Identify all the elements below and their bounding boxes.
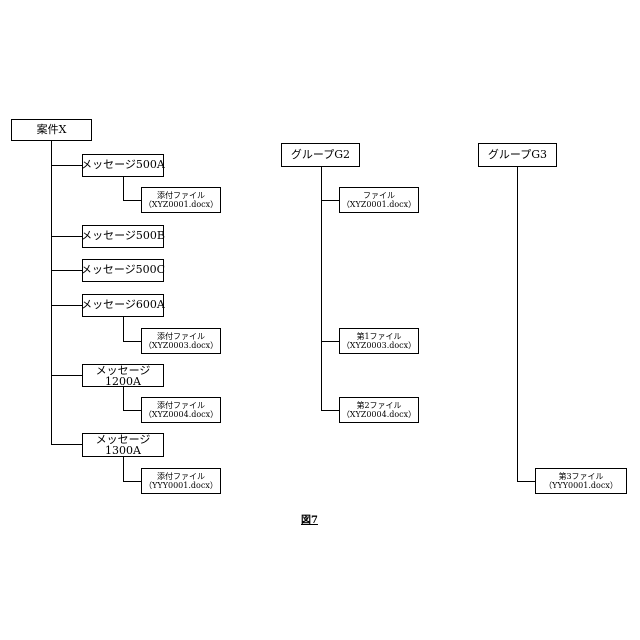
attachment-1300a-node: 添付ファイル （YYY0001.docx） (141, 468, 221, 494)
group-g3-root-node: グループG3 (478, 143, 557, 167)
message-500a-node: メッセージ500A (82, 154, 164, 177)
case-branch-1300a (51, 444, 82, 445)
case-branch-1200a (51, 375, 82, 376)
case-root-node: 案件X (11, 119, 92, 141)
attachment-1200a-name: 添付ファイル (157, 401, 205, 410)
group-g3-root-label: グループG3 (488, 149, 547, 162)
case-branch-500c (51, 270, 82, 271)
attachment-600a-file: （XYZ0003.docx） (144, 341, 218, 350)
att-connector-500a-h (123, 200, 141, 201)
g2-first-file-node: 第1ファイル （XYZ0003.docx） (339, 328, 419, 354)
attachment-1300a-name: 添付ファイル (157, 472, 205, 481)
g3-trunk-line (517, 166, 518, 482)
case-trunk-line (51, 140, 52, 444)
att-connector-1300a-h (123, 481, 141, 482)
message-1200a-line1: メッセージ (96, 365, 151, 376)
case-root-label: 案件X (37, 124, 67, 137)
attachment-500a-file: （XYZ0001.docx） (144, 200, 218, 209)
g2-second-file-filename: （XYZ0004.docx） (342, 410, 416, 419)
g2-trunk-line (321, 166, 322, 410)
g2-second-file-name: 第2ファイル (356, 401, 401, 410)
message-500b-node: メッセージ500B (82, 225, 164, 248)
message-500c-label: メッセージ500C (81, 264, 165, 277)
attachment-600a-name: 添付ファイル (157, 332, 205, 341)
g2-branch-file3 (321, 410, 339, 411)
message-600a-node: メッセージ600A (82, 294, 164, 317)
attachment-1200a-node: 添付ファイル （XYZ0004.docx） (141, 397, 221, 423)
g3-branch-file1 (517, 481, 535, 482)
g3-third-file-filename: （YYY0001.docx） (544, 481, 618, 490)
att-connector-500a (123, 176, 124, 200)
case-branch-500a (51, 165, 82, 166)
att-connector-1200a-h (123, 410, 141, 411)
message-1200a-node: メッセージ 1200A (82, 364, 164, 387)
g3-third-file-name: 第3ファイル (558, 472, 603, 481)
figure-caption: 図7 (301, 511, 318, 526)
attachment-1200a-file: （XYZ0004.docx） (144, 410, 218, 419)
att-connector-600a-h (123, 341, 141, 342)
message-600a-label: メッセージ600A (81, 299, 165, 312)
attachment-500a-node: 添付ファイル （XYZ0001.docx） (141, 187, 221, 213)
message-500b-label: メッセージ500B (81, 230, 165, 243)
att-connector-1200a (123, 386, 124, 410)
g2-file-filename: （XYZ0001.docx） (342, 200, 416, 209)
attachment-600a-node: 添付ファイル （XYZ0003.docx） (141, 328, 221, 354)
attachment-500a-name: 添付ファイル (157, 191, 205, 200)
case-branch-500b (51, 236, 82, 237)
att-connector-1300a (123, 456, 124, 481)
case-branch-600a (51, 305, 82, 306)
att-connector-600a (123, 316, 124, 341)
g2-branch-file2 (321, 341, 339, 342)
g2-first-file-filename: （XYZ0003.docx） (342, 341, 416, 350)
message-500c-node: メッセージ500C (82, 259, 164, 282)
g2-second-file-node: 第2ファイル （XYZ0004.docx） (339, 397, 419, 423)
g2-first-file-name: 第1ファイル (356, 332, 401, 341)
g2-file-node: ファイル （XYZ0001.docx） (339, 187, 419, 213)
message-500a-label: メッセージ500A (81, 159, 165, 172)
g2-branch-file1 (321, 200, 339, 201)
group-g2-root-label: グループG2 (291, 149, 350, 162)
message-1300a-node: メッセージ 1300A (82, 433, 164, 457)
g2-file-name: ファイル (363, 191, 395, 200)
message-1200a-line2: 1200A (105, 376, 141, 387)
g3-third-file-node: 第3ファイル （YYY0001.docx） (535, 468, 627, 494)
message-1300a-line2: 1300A (105, 445, 141, 456)
group-g2-root-node: グループG2 (281, 143, 360, 167)
attachment-1300a-file: （YYY0001.docx） (144, 481, 218, 490)
